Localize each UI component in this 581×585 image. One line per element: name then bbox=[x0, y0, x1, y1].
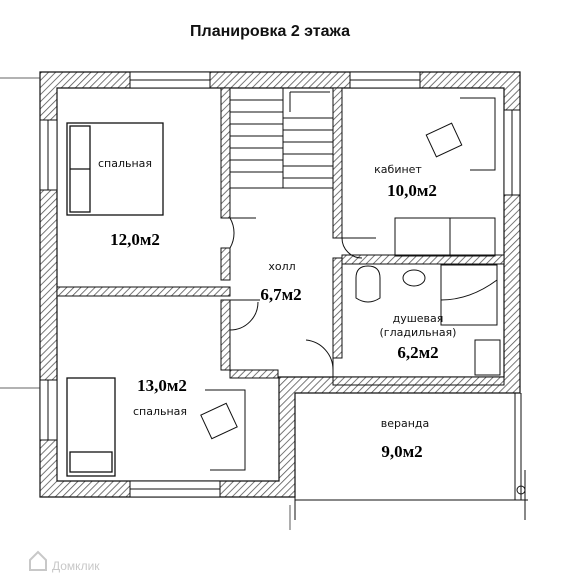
room-name-hall: холл bbox=[268, 260, 295, 273]
room-name-bedroom-top: спальная bbox=[98, 157, 152, 170]
bed-bottom-bedroom bbox=[66, 377, 116, 477]
room-note-shower: (гладильная) bbox=[380, 326, 457, 339]
room-name-veranda: веранда bbox=[381, 417, 430, 430]
room-name-bedroom-bottom: спальная bbox=[133, 405, 187, 418]
watermark-logo-icon bbox=[29, 550, 47, 571]
watermark: Домклик bbox=[29, 550, 100, 573]
doors bbox=[229, 217, 376, 379]
windows bbox=[39, 71, 521, 498]
room-name-shower: душевая bbox=[393, 312, 444, 325]
site-lines bbox=[0, 77, 291, 530]
room-area-hall: 6,7м2 bbox=[260, 285, 301, 304]
study-desk bbox=[394, 97, 496, 257]
staircase bbox=[229, 87, 334, 189]
room-area-bedroom-bottom: 13,0м2 bbox=[137, 376, 187, 395]
room-area-bedroom-top: 12,0м2 bbox=[110, 230, 160, 249]
room-name-study: кабинет bbox=[374, 163, 422, 176]
room-area-shower: 6,2м2 bbox=[397, 343, 438, 362]
interior-walls bbox=[56, 87, 505, 386]
room-area-study: 10,0м2 bbox=[387, 181, 437, 200]
room-area-veranda: 9,0м2 bbox=[381, 442, 422, 461]
plan-title: Планировка 2 этажа bbox=[190, 23, 350, 40]
watermark-text: Домклик bbox=[52, 559, 100, 573]
bed-top-bedroom bbox=[66, 122, 164, 216]
bedroom-desk bbox=[200, 389, 246, 471]
veranda-frame bbox=[294, 393, 528, 520]
bathroom-fixtures bbox=[355, 264, 501, 376]
